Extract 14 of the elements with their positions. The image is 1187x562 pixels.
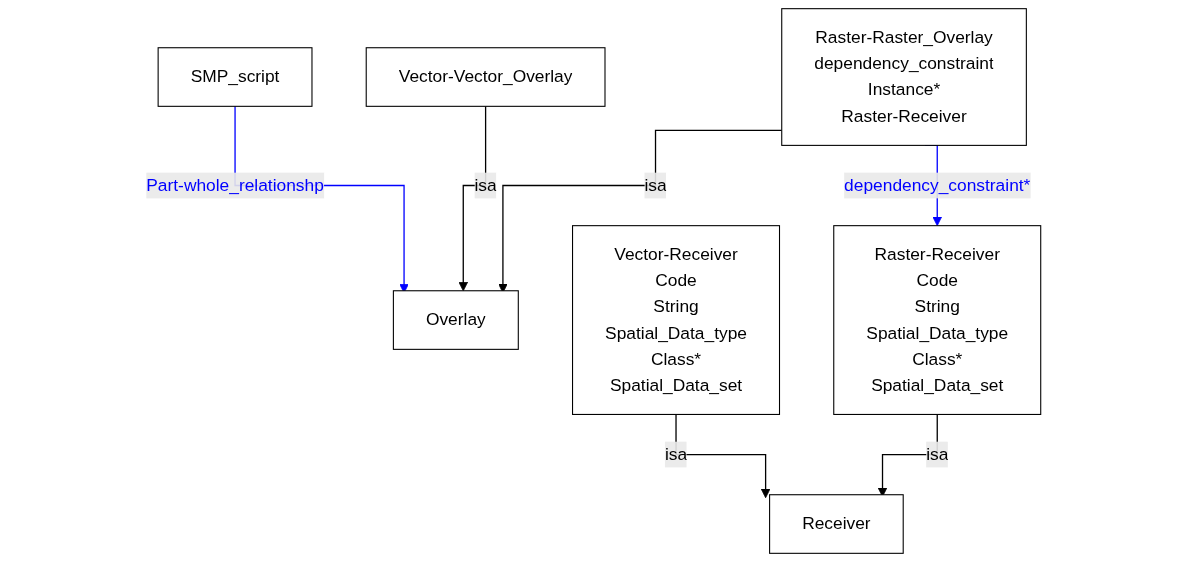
arrow (458, 105, 487, 292)
node-box: Vector-Receiver Code String Spatial_Data_type Class* Spatial_Data_set (572, 225, 781, 415)
edge-label: dependency_constraint* (844, 175, 1031, 195)
node-box: Overlay (392, 290, 519, 350)
node-box: Raster-Raster_Overlay dependency_constraint Instance* Raster-Receiver (781, 8, 1027, 146)
node-box: SMP_script (157, 47, 313, 107)
node-box: Receiver (769, 494, 904, 554)
edge-label: isa (664, 444, 688, 464)
edge-label: isa (926, 444, 949, 464)
edge-label: isa (474, 175, 497, 195)
edge-label: Part-whole_relationshp (146, 175, 324, 195)
node-box: Vector-Vector_Overlay (365, 47, 606, 107)
edge-label: isa (644, 175, 667, 195)
node-box: Raster-Receiver Code String Spatial_Data_type Class* Spatial_Data_set (833, 225, 1042, 415)
